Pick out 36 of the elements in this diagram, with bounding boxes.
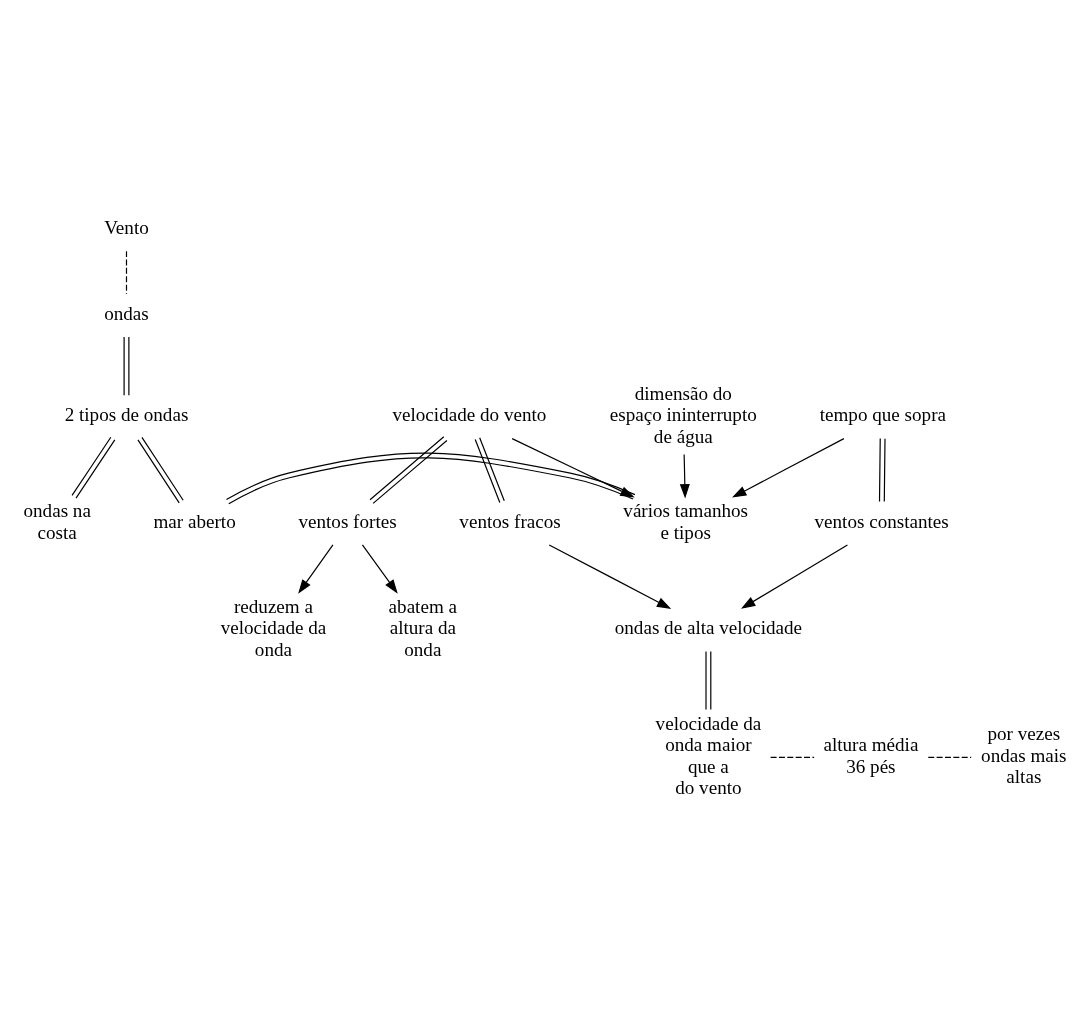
node-text: Vento [104,216,149,238]
connector [927,756,972,759]
node-text: vários tamanhos e tipos [623,500,749,543]
connector [125,250,128,295]
connector [225,452,636,505]
arrow [361,544,398,594]
node-text: dimensão do espaço ininterrupto de água [609,382,757,447]
node-text: ondas de alta velocidade [614,617,803,639]
arrow [548,544,672,609]
node-text: tempo que sopra [819,404,947,426]
node-text: mar aberto [153,510,236,532]
arrow [732,438,845,498]
connector [123,336,130,396]
node-text: reduzem a velocidade da onda [220,595,327,660]
node-text: velocidade da onda maior que a do vento [655,712,762,799]
node-text: ondas na costa [23,500,91,543]
node-text: por vezes ondas mais altas [981,723,1067,788]
node-text: ventos fortes [298,510,397,532]
connector [770,756,815,759]
connector [474,437,505,503]
node-text: abatem a altura da onda [388,595,458,660]
node-text: altura média 36 pés [823,734,919,777]
node-text: ventos fracos [459,510,561,532]
node-text: velocidade do vento [392,404,547,426]
connector [137,436,184,504]
arrow [741,544,848,609]
node-text: 2 tipos de ondas [64,404,189,426]
connector [705,650,712,710]
connector [878,438,886,503]
arrow [679,453,690,499]
node-text: ondas [104,302,149,324]
arrow [511,438,635,498]
connector [71,436,116,499]
node-text: ventos constantes [814,510,949,532]
arrow [298,544,334,594]
connector [369,436,448,504]
